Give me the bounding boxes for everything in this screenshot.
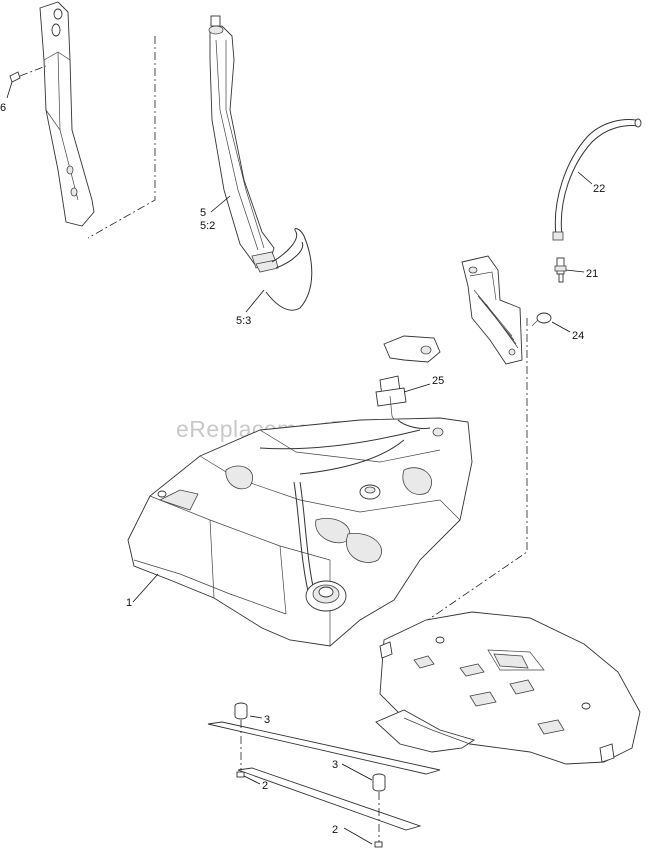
vent-hose-22 [552,118,642,241]
strap-plate-upper [207,721,441,775]
fuel-tank [127,417,473,647]
fitting-21 [554,257,567,283]
filler-neck-hose [208,15,313,311]
leader-22 [577,171,593,185]
leader-6 [6,81,13,99]
mounting-bracket [461,255,523,365]
callout-1: 1 [126,597,132,609]
callout-3-upper: 3 [264,714,270,726]
callout-25: 25 [432,375,444,387]
valve-bracket-25 [375,335,441,427]
callout-2-upper: 2 [262,780,268,792]
callout-5: 5 [200,207,206,219]
leader-21 [565,269,585,273]
clamp-24 [531,312,552,327]
leader-25 [403,383,431,393]
bumper-3-upper [234,702,248,720]
filler-neck-bracket [39,1,95,227]
leader-5 [210,195,231,213]
bumper-3-lower [372,773,386,792]
callout-3-lower: 3 [332,759,338,771]
leader-24 [551,321,571,333]
screw-6 [9,71,21,83]
callout-21: 21 [586,268,598,280]
leader-2-upper [243,775,261,785]
callout-22: 22 [593,183,605,195]
nut-2-lower [374,841,383,848]
callout-2-lower: 2 [332,824,338,836]
leader-3-lower [341,763,373,781]
phantom-line-bracket [87,36,156,239]
callout-24: 24 [572,330,584,342]
strap-plate-lower [237,767,422,831]
leader-2-lower [343,827,373,845]
nut-2-upper [236,771,245,778]
floor-plate [375,611,641,765]
callout-5-2: 5:2 [200,220,215,232]
leader-3-upper [249,715,263,719]
callout-6: 6 [0,102,6,114]
leader-1 [132,573,159,603]
fuel-cap [305,580,347,612]
phantom-line-6 [19,65,47,77]
leader-5-3 [245,289,265,313]
callout-5-3: 5:3 [236,315,251,327]
